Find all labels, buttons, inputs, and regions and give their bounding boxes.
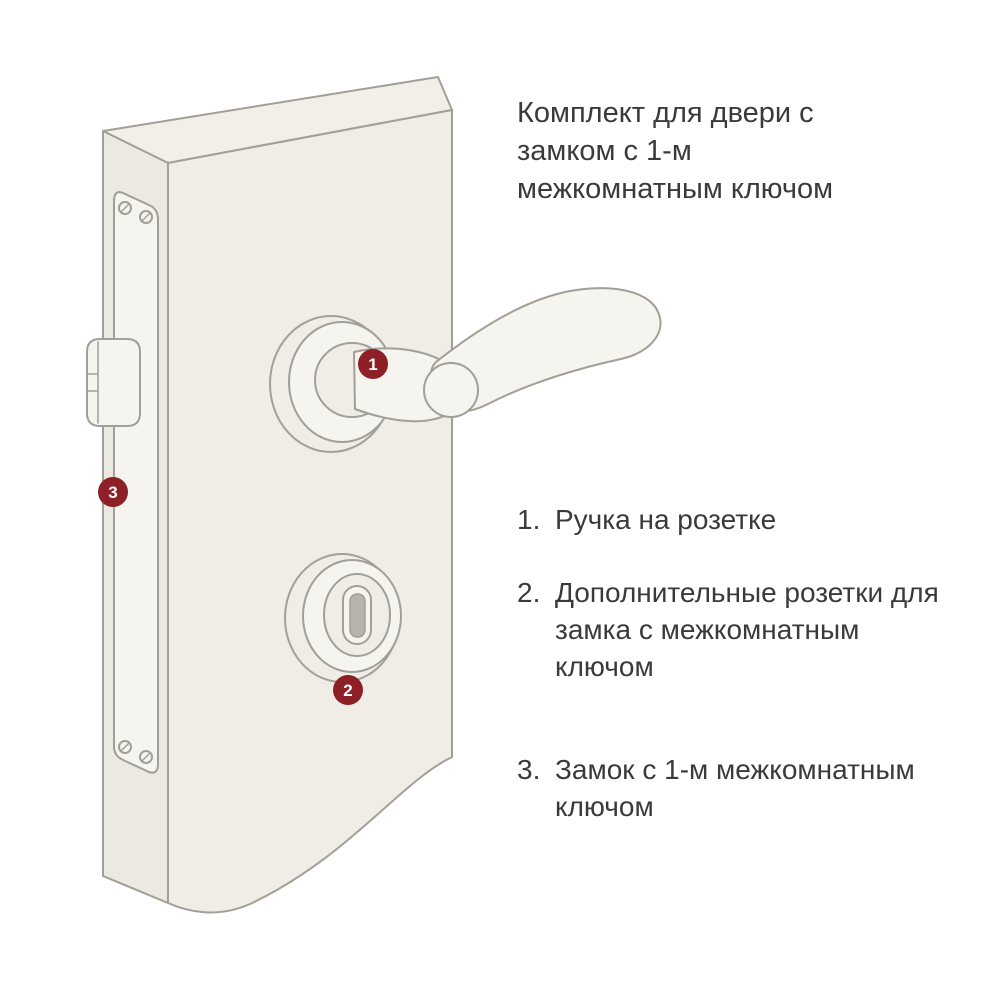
legend-line: ключом bbox=[555, 791, 654, 822]
handle-boss bbox=[423, 362, 479, 418]
lock-faceplate bbox=[113, 191, 159, 774]
callout-1-badge: 1 bbox=[358, 349, 388, 379]
title-line: замком с 1-м bbox=[517, 135, 692, 167]
legend-item-text: Ручка на розетке bbox=[555, 501, 965, 538]
latch-bolt-body bbox=[86, 338, 141, 427]
screw-icon bbox=[118, 201, 132, 215]
legend-line: ключом bbox=[555, 651, 654, 682]
legend-item-number: 3. bbox=[517, 754, 541, 785]
callout-3-badge: 3 bbox=[98, 477, 128, 507]
legend-line: Замок с 1-м межкомнатным bbox=[555, 754, 915, 785]
callout-2-badge: 2 bbox=[333, 675, 363, 705]
callout-number: 2 bbox=[343, 681, 352, 700]
legend-item-handle: 1. Ручка на розетке bbox=[517, 501, 965, 538]
legend-line: замка с межкомнатным bbox=[555, 614, 860, 645]
callout-number: 1 bbox=[368, 355, 377, 374]
title-line: межкомнатным ключом bbox=[517, 173, 834, 205]
faceplate-body bbox=[113, 191, 159, 774]
legend-item-text: Дополнительные розетки для замка с межко… bbox=[555, 574, 965, 685]
door-front-face bbox=[167, 109, 453, 914]
legend-item-number: 1. bbox=[517, 504, 541, 535]
keyhole-slot bbox=[349, 593, 366, 638]
key-rosette bbox=[284, 553, 402, 683]
screw-icon bbox=[118, 740, 132, 754]
page-title: Комплект для двери с замком с 1-м межком… bbox=[517, 94, 917, 208]
legend-item-number: 2. bbox=[517, 577, 541, 608]
callout-number: 3 bbox=[108, 483, 117, 502]
screw-icon bbox=[139, 210, 153, 224]
legend-item-lock: 3. Замок с 1-м межкомнатным ключом bbox=[517, 751, 965, 825]
title-line: Комплект для двери с bbox=[517, 97, 814, 129]
legend-item-rosettes: 2. Дополнительные розетки для замка с ме… bbox=[517, 574, 965, 685]
screw-icon bbox=[139, 750, 153, 764]
legend-line: Дополнительные розетки для bbox=[555, 577, 939, 608]
legend-item-text: Замок с 1-м межкомнатным ключом bbox=[555, 751, 965, 825]
latch-bolt bbox=[86, 338, 141, 427]
legend-line: Ручка на розетке bbox=[555, 504, 777, 535]
